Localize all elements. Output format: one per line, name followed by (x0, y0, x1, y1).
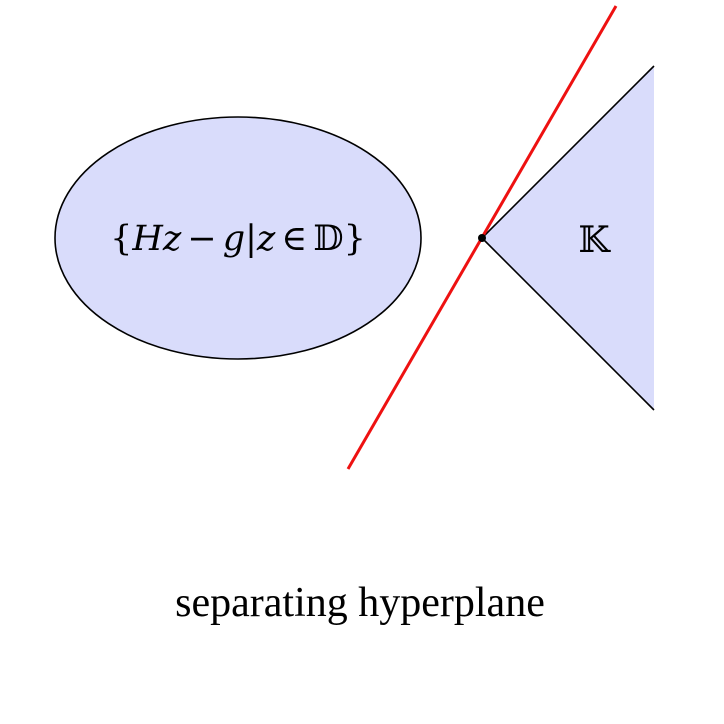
set-label-z1: z (162, 219, 182, 259)
set-label-close-brace: } (344, 219, 366, 259)
cone-lower-ray (481, 237, 655, 411)
set-label-z2: z (256, 219, 276, 259)
diagram-caption: separating hyperplane (175, 580, 545, 626)
set-label-bar: | (245, 219, 257, 259)
set-label-elem: ∈ (281, 219, 307, 259)
cone-upper-ray (481, 65, 655, 239)
set-label-D: 𝔻 (313, 219, 343, 259)
set-label-H: H (131, 219, 164, 259)
cone-label: 𝕂 (578, 220, 611, 261)
cone-apex-point (478, 234, 486, 242)
cone-region (482, 66, 654, 410)
set-label-g: g (223, 219, 245, 259)
set-label-open-brace: { (110, 219, 132, 259)
affine-image-set-ellipse (54, 116, 422, 360)
set-label-minus: − (187, 219, 216, 259)
set-label: {Hz−g|z∈𝔻} (110, 219, 366, 259)
